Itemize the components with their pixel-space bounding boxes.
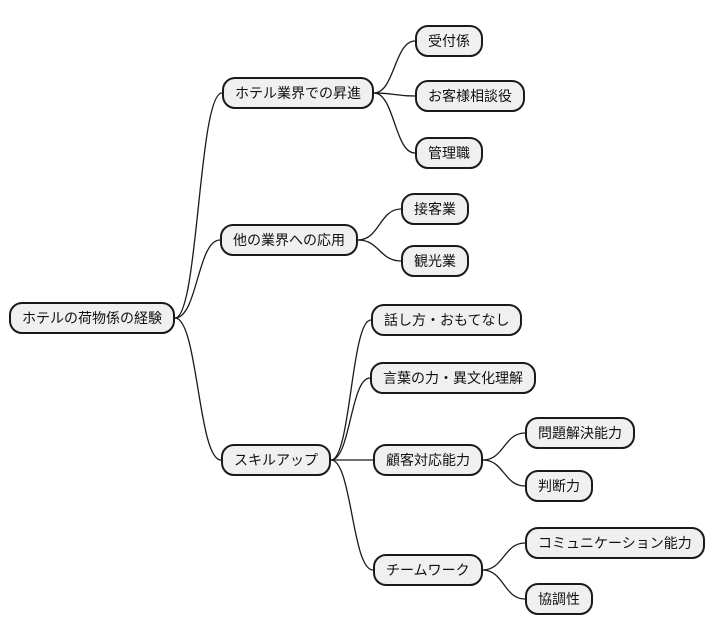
edge: [330, 459, 374, 571]
node-hotel-industry-promotion: ホテル業界での昇進: [222, 77, 374, 109]
node-teamwork: チームワーク: [373, 554, 483, 586]
node-other-industries: 他の業界への応用: [220, 224, 358, 256]
node-management: 管理職: [415, 137, 483, 169]
node-judgment: 判断力: [525, 470, 593, 502]
node-communication-skill: コミュニケーション能力: [525, 527, 705, 559]
edge: [174, 317, 222, 461]
edge: [373, 40, 416, 94]
node-root: ホテルの荷物係の経験: [9, 302, 175, 334]
edge: [482, 459, 526, 487]
node-customer-handling: 顧客対応能力: [373, 444, 483, 476]
edge: [482, 542, 526, 571]
node-receptionist: 受付係: [415, 25, 483, 57]
node-customer-consultant: お客様相談役: [415, 80, 525, 112]
node-skill-up: スキルアップ: [221, 444, 331, 476]
edge: [174, 239, 221, 319]
edge: [330, 319, 372, 461]
edge: [373, 92, 416, 97]
node-tourism-industry: 観光業: [401, 245, 469, 277]
edge: [482, 432, 526, 461]
node-speaking-hospitality: 話し方・おもてなし: [371, 304, 523, 336]
node-language-cross-culture: 言葉の力・異文化理解: [370, 362, 536, 394]
edge: [174, 92, 223, 319]
edge: [373, 92, 416, 154]
edge: [482, 569, 526, 600]
edge: [357, 239, 402, 262]
node-cooperativeness: 協調性: [525, 583, 593, 615]
node-problem-solving: 問題解決能力: [525, 417, 635, 449]
edge: [357, 208, 402, 241]
node-service-industry: 接客業: [401, 193, 469, 225]
edge: [330, 377, 371, 461]
